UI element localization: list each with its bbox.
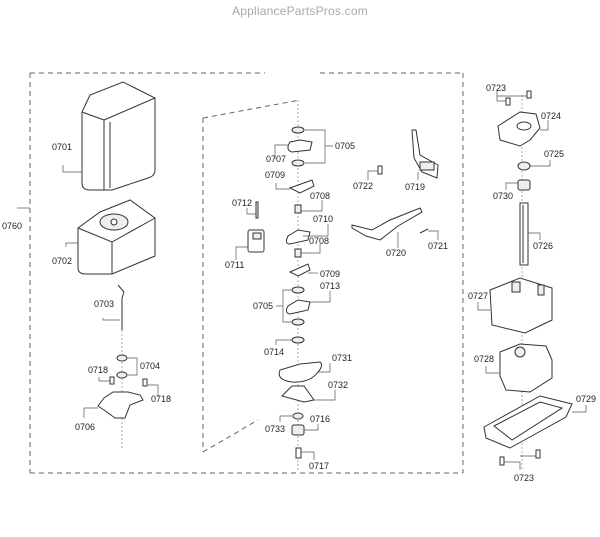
screw-0722[interactable] <box>377 165 383 175</box>
chute-flap-0719[interactable] <box>411 129 439 179</box>
label-0719[interactable]: 0719 <box>405 182 425 192</box>
cutter-0707[interactable] <box>287 139 313 153</box>
label-0712[interactable]: 0712 <box>232 198 252 208</box>
washers-0704[interactable] <box>116 354 128 379</box>
label-0707[interactable]: 0707 <box>266 154 286 164</box>
nut-0716[interactable] <box>291 424 305 436</box>
label-0721[interactable]: 0721 <box>428 241 448 251</box>
motor-housing-0727[interactable] <box>489 277 553 334</box>
screws-0723-top[interactable] <box>505 90 532 106</box>
label-0726[interactable]: 0726 <box>533 241 553 251</box>
motor-0728[interactable] <box>499 343 553 393</box>
label-0714[interactable]: 0714 <box>264 347 284 357</box>
label-0703[interactable]: 0703 <box>94 299 114 309</box>
screws-0718[interactable] <box>109 376 148 387</box>
label-0725[interactable]: 0725 <box>544 149 564 159</box>
blade-0709-lower[interactable] <box>288 263 311 277</box>
label-0716[interactable]: 0716 <box>310 414 330 424</box>
shroud-0732[interactable] <box>281 385 315 403</box>
label-0724[interactable]: 0724 <box>541 111 561 121</box>
label-0728[interactable]: 0728 <box>474 354 494 364</box>
label-0733[interactable]: 0733 <box>265 424 285 434</box>
cutter-0710[interactable] <box>285 229 311 245</box>
washers-0705-top[interactable] <box>291 126 305 167</box>
label-0709-lower[interactable]: 0709 <box>320 269 340 279</box>
block-0711[interactable] <box>247 229 265 253</box>
auger-rod-0703[interactable] <box>117 284 125 450</box>
label-0701[interactable]: 0701 <box>52 142 72 152</box>
label-0723-top[interactable]: 0723 <box>486 83 506 93</box>
label-0704[interactable]: 0704 <box>140 361 160 371</box>
label-0729[interactable]: 0729 <box>576 394 596 404</box>
gasket-0729[interactable] <box>483 395 573 449</box>
washer-0733[interactable] <box>292 412 304 420</box>
label-0705-top[interactable]: 0705 <box>335 141 355 151</box>
bracket-0706[interactable] <box>97 391 144 419</box>
label-0718-left[interactable]: 0718 <box>88 365 108 375</box>
washer-0714[interactable] <box>291 336 305 344</box>
lever-0720[interactable] <box>351 207 423 241</box>
label-0708-upper[interactable]: 0708 <box>310 191 330 201</box>
label-0717[interactable]: 0717 <box>309 461 329 471</box>
label-0722[interactable]: 0722 <box>353 181 373 191</box>
label-0718-right[interactable]: 0718 <box>151 394 171 404</box>
spacer-0708-lower[interactable] <box>294 248 302 258</box>
label-0708-lower[interactable]: 0708 <box>309 236 329 246</box>
spacer-0708-upper[interactable] <box>294 204 302 214</box>
label-0709-upper[interactable]: 0709 <box>265 170 285 180</box>
label-0727[interactable]: 0727 <box>468 291 488 301</box>
screws-0723-bottom[interactable] <box>499 449 541 466</box>
bracket-plate-0724[interactable] <box>497 111 541 147</box>
label-0760[interactable]: 0760 <box>2 221 22 231</box>
bushing-0730[interactable] <box>517 179 531 191</box>
label-0731[interactable]: 0731 <box>332 353 352 363</box>
label-0706[interactable]: 0706 <box>75 422 95 432</box>
label-0723-bottom[interactable]: 0723 <box>514 473 534 483</box>
pin-0712[interactable] <box>255 201 259 219</box>
label-0720[interactable]: 0720 <box>386 248 406 258</box>
cutter-0713[interactable] <box>285 299 311 315</box>
assembly-boundary <box>17 72 464 474</box>
label-0705-lower[interactable]: 0705 <box>253 301 273 311</box>
label-0713[interactable]: 0713 <box>320 281 340 291</box>
label-0702[interactable]: 0702 <box>52 256 72 266</box>
label-0732[interactable]: 0732 <box>328 380 348 390</box>
label-0730[interactable]: 0730 <box>493 191 513 201</box>
seal-0725[interactable] <box>517 161 531 171</box>
screw-0717[interactable] <box>295 447 302 459</box>
crusher-housing-0731[interactable] <box>278 361 323 383</box>
ice-bucket-0702[interactable] <box>77 199 156 275</box>
spring-0721[interactable] <box>419 228 429 234</box>
shaft-0726[interactable] <box>519 202 529 266</box>
blade-0709-upper[interactable] <box>288 179 315 194</box>
label-0710[interactable]: 0710 <box>313 214 333 224</box>
watermark: AppliancePartsPros.com <box>232 4 368 18</box>
label-0711[interactable]: 0711 <box>225 260 244 270</box>
ice-bucket-cover-0701[interactable] <box>81 81 156 191</box>
